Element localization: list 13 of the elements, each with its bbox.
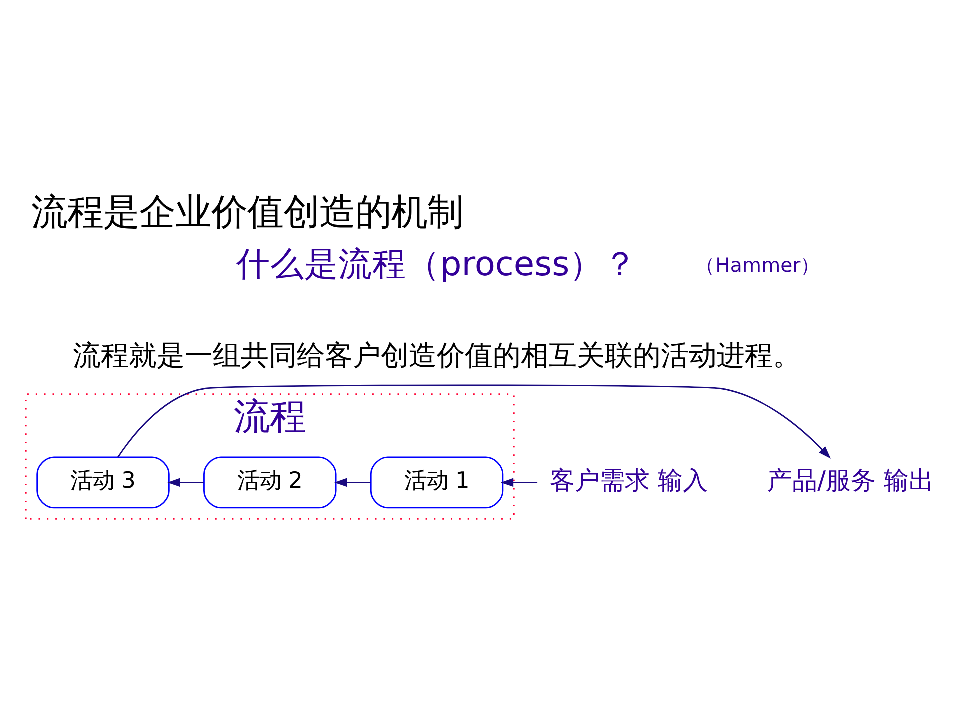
- arrow: [167, 478, 204, 488]
- node-text: 产品/服务 输出: [766, 466, 934, 495]
- diagram-title: 流程是企业价值创造的机制: [31, 190, 464, 234]
- arrow: [500, 478, 538, 488]
- node-box: 活动 3: [36, 456, 170, 509]
- arrow: [117, 384, 830, 459]
- label: 流程就是一组共同给客户创造价值的相互关联的活动进程。: [72, 338, 801, 372]
- node-text: 客户需求 输入: [550, 466, 708, 495]
- label: 什么是流程（process）？: [236, 244, 638, 284]
- arrow: [334, 478, 370, 488]
- label: （Hammer）: [695, 254, 820, 277]
- node-box: 活动 2: [203, 456, 336, 509]
- node-box: 活动 1: [370, 456, 504, 509]
